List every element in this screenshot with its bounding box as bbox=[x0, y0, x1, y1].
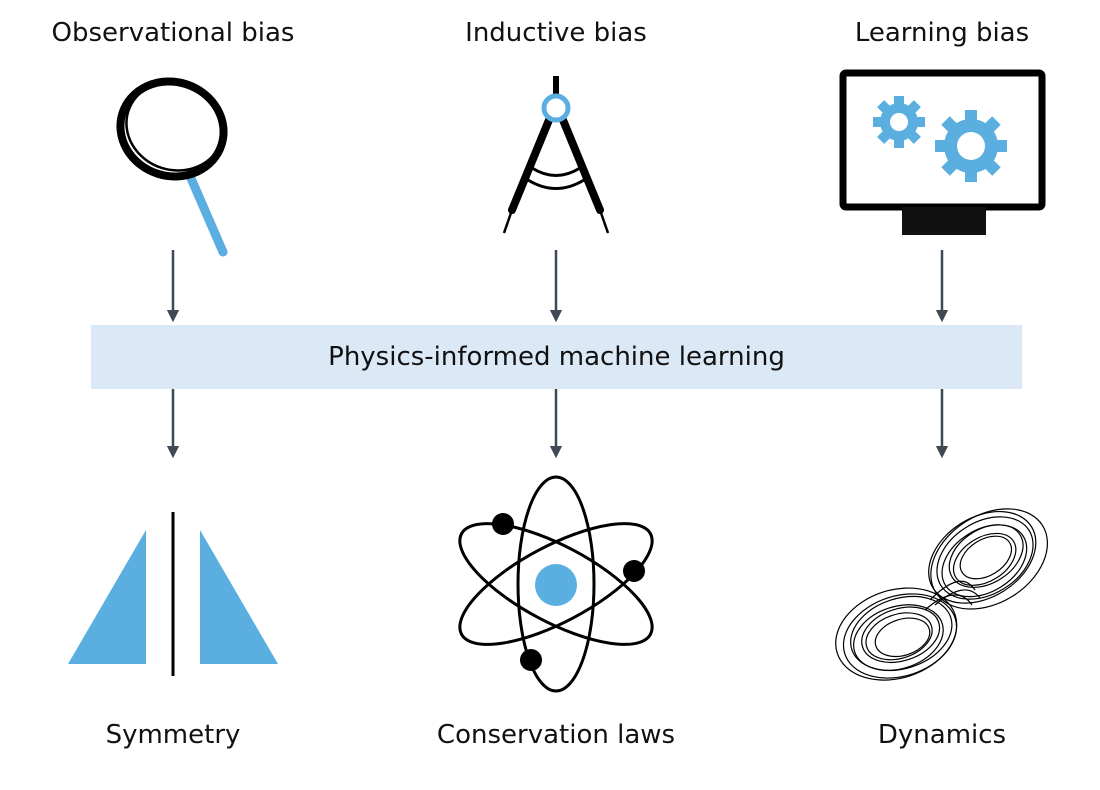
magnifying-glass-icon bbox=[116, 77, 228, 257]
arrows bbox=[166, 250, 949, 459]
mirrored-triangles-icon bbox=[68, 512, 278, 676]
atom-icon bbox=[458, 475, 654, 693]
monitor-gears-icon bbox=[839, 69, 1046, 235]
drafting-compass-icon bbox=[502, 76, 610, 234]
large-gear-icon bbox=[935, 110, 1007, 182]
small-gear-icon bbox=[873, 96, 925, 148]
lorenz-attractor-icon bbox=[835, 508, 1049, 681]
conservation-laws-label: Conservation laws bbox=[436, 720, 676, 750]
dynamics-label: Dynamics bbox=[877, 720, 1007, 750]
learning-bias-label: Learning bias bbox=[854, 18, 1030, 48]
symmetry-label: Symmetry bbox=[105, 720, 241, 750]
observational-bias-label: Observational bias bbox=[51, 18, 295, 48]
inductive-bias-label: Inductive bias bbox=[465, 18, 647, 48]
physics-informed-ml-label: Physics-informed machine learning bbox=[328, 342, 785, 372]
physics-informed-ml-band: Physics-informed machine learning bbox=[91, 325, 1022, 389]
